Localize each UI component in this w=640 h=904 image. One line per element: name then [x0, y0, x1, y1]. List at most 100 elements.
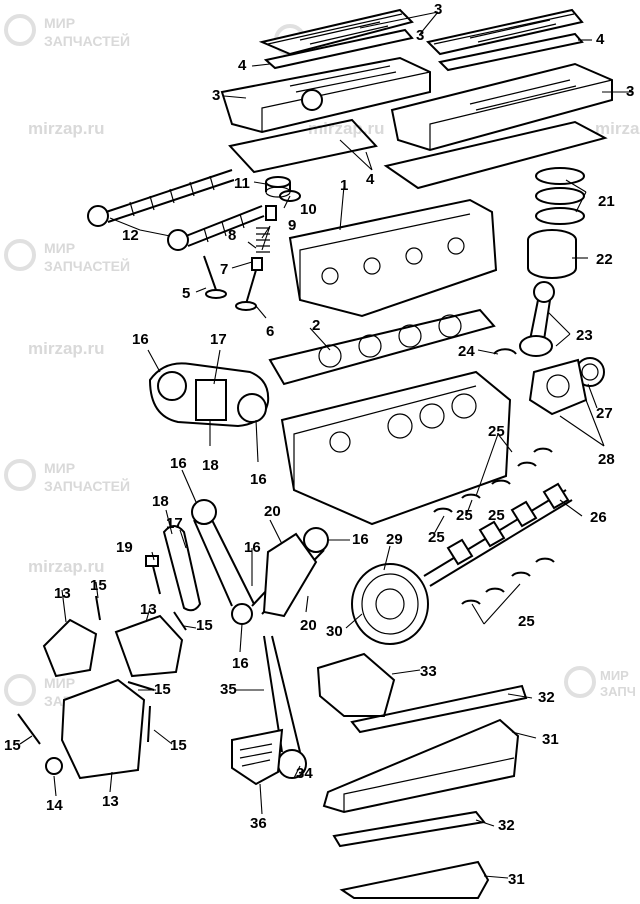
callout-15: 15 — [154, 681, 171, 698]
callout-25: 25 — [456, 507, 473, 524]
callout-4: 4 — [596, 31, 605, 48]
callout-26: 26 — [590, 509, 607, 526]
oil-pan-upper — [322, 718, 520, 814]
valve-cover-left — [220, 56, 431, 134]
callout-16: 16 — [250, 471, 267, 488]
watermark-text: МИР — [600, 668, 629, 683]
timing-cover-left — [42, 618, 98, 678]
oil-pump — [316, 652, 396, 717]
callout-3: 3 — [416, 27, 424, 44]
callout-25: 25 — [518, 613, 535, 630]
watermark-layer: МИР ЗАПЧАСТЕЙ МИР ЗАПЧАСТЕЙ МИР ЗАПЧАСТЕ… — [4, 14, 640, 709]
cover-bolts — [17, 595, 187, 745]
callout-2: 2 — [312, 317, 320, 334]
timing-cover-center — [114, 614, 184, 678]
callout-13: 13 — [102, 793, 119, 810]
crankshaft — [423, 482, 573, 587]
valve-lifter — [265, 176, 291, 198]
callout-31: 31 — [542, 731, 559, 748]
callout-22: 22 — [596, 251, 613, 268]
callout-23: 23 — [576, 327, 593, 344]
callout-20: 20 — [264, 503, 281, 520]
rod-bearing — [493, 348, 517, 355]
valve-keeper — [265, 205, 277, 221]
callout-25: 25 — [428, 529, 445, 546]
piston-rings — [535, 167, 585, 225]
leader-lines — [19, 11, 632, 879]
callout-11: 11 — [234, 175, 250, 192]
callout-29: 29 — [386, 531, 403, 548]
callout-7: 7 — [220, 261, 228, 278]
valve-seal — [251, 257, 263, 271]
callout-3: 3 — [626, 83, 634, 100]
camshaft-upper — [87, 169, 235, 227]
timing-cover-lower — [45, 678, 146, 780]
callout-4: 4 — [238, 57, 247, 74]
watermark-logo: МИР ЗАПЧАСТЕЙ — [4, 14, 130, 49]
seal-carrier — [528, 358, 588, 416]
watermark-text: ЗАПЧАСТЕЙ — [44, 32, 130, 49]
callout-16: 16 — [132, 331, 149, 348]
callout-13: 13 — [140, 601, 157, 618]
watermark-text: МИР — [44, 460, 75, 476]
camshaft-lower — [167, 205, 265, 251]
oil-pickup-screen — [231, 728, 284, 786]
callout-10: 10 — [300, 201, 317, 218]
callout-36: 36 — [250, 815, 267, 832]
callout-32: 32 — [538, 689, 555, 706]
head-gasket — [268, 308, 496, 386]
callout-8: 8 — [228, 227, 236, 244]
chain-tensioner — [145, 555, 161, 595]
valve-spring — [256, 227, 270, 253]
valve-cover-gasket-left — [228, 118, 378, 174]
callout-31: 31 — [508, 871, 525, 888]
callout-13: 13 — [54, 585, 71, 602]
watermark-text: ЗАПЧАСТЕЙ — [44, 477, 130, 494]
oil-pan-gasket-upper — [350, 684, 528, 734]
vibration-damper — [351, 563, 429, 645]
callout-12: 12 — [122, 227, 139, 244]
callout-19: 19 — [116, 539, 133, 556]
callout-24: 24 — [458, 343, 475, 360]
watermark-text: МИР — [44, 15, 75, 31]
cylinder-head — [288, 198, 498, 318]
callout-27: 27 — [596, 405, 613, 422]
watermark-url: mirzap.ru — [595, 119, 640, 138]
callout-4: 4 — [366, 171, 375, 188]
callout-18: 18 — [152, 493, 169, 510]
watermark-text: МИР — [44, 675, 75, 691]
callout-1: 1 — [340, 177, 348, 194]
watermark-url: mirzap.ru — [28, 557, 105, 576]
callout-34: 34 — [296, 765, 313, 782]
watermark-url: mirzap.ru — [28, 119, 105, 138]
callout-15: 15 — [196, 617, 213, 634]
callout-21: 21 — [598, 193, 615, 210]
cylinder-head-cover-upper-left — [258, 8, 414, 56]
oil-pan-gasket-lower — [332, 810, 486, 848]
callout-15: 15 — [90, 577, 107, 594]
callout-6: 6 — [266, 323, 274, 340]
callout-25: 25 — [488, 423, 505, 440]
valve-cover-gasket-right — [383, 120, 608, 190]
callout-3: 3 — [434, 1, 442, 18]
cover-gasket-upper-right — [437, 32, 584, 72]
callout-32: 32 — [498, 817, 515, 834]
callout-14: 14 — [46, 797, 63, 814]
callout-17: 17 — [210, 331, 227, 348]
callout-28: 28 — [598, 451, 615, 468]
watermark-text: МИР — [44, 240, 75, 256]
callout-16: 16 — [352, 531, 369, 548]
callout-18: 18 — [202, 457, 219, 474]
callout-labels: 1 2 3 3 3 3 4 4 4 4 5 6 7 8 9 10 11 12 1… — [4, 1, 634, 888]
callout-25: 25 — [488, 507, 505, 524]
callout-33: 33 — [420, 663, 437, 680]
watermark-text: ЗАПЧАСТЕЙ — [44, 257, 130, 274]
callout-15: 15 — [4, 737, 21, 754]
callout-15: 15 — [170, 737, 187, 754]
cover-gasket-upper-left — [263, 28, 414, 70]
watermark-url: mirzap.ru — [28, 339, 105, 358]
cylinder-head-cover-upper-right — [426, 8, 584, 56]
callout-16: 16 — [170, 455, 187, 472]
callout-16: 16 — [232, 655, 249, 672]
